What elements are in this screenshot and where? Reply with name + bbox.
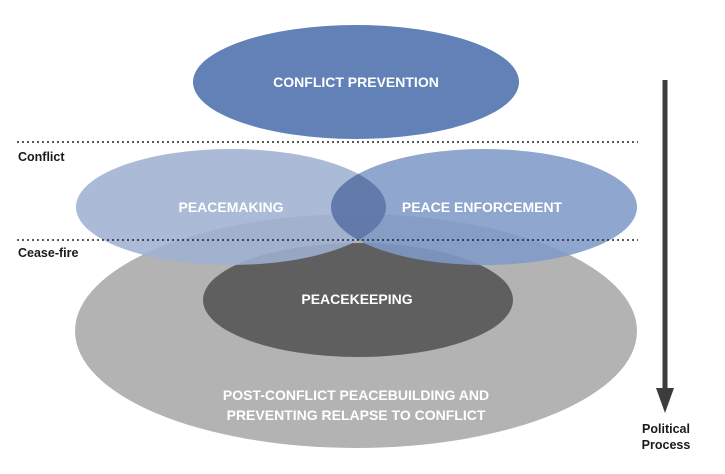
peace-enforcement-label: PEACE ENFORCEMENT bbox=[402, 199, 563, 215]
political-process-arrow-icon bbox=[656, 80, 674, 413]
peacemaking-ellipse bbox=[76, 149, 386, 265]
cease-fire-stage-label: Cease-fire bbox=[18, 246, 78, 260]
peace-enforcement-ellipse bbox=[331, 149, 637, 265]
political-process-label-line2: Process bbox=[642, 438, 691, 452]
conflict-stage-label: Conflict bbox=[18, 150, 65, 164]
conflict-prevention-ellipse bbox=[193, 25, 519, 139]
post-conflict-label-line1: POST-CONFLICT PEACEBUILDING AND bbox=[223, 387, 489, 403]
political-process-label-line1: Political bbox=[642, 422, 690, 436]
peacemaking-label: PEACEMAKING bbox=[178, 199, 283, 215]
peacekeeping-label: PEACEKEEPING bbox=[301, 291, 412, 307]
post-conflict-label-line2: PREVENTING RELAPSE TO CONFLICT bbox=[227, 407, 486, 423]
peacekeeping-ellipse bbox=[203, 243, 513, 357]
conflict-prevention-label: CONFLICT PREVENTION bbox=[273, 74, 439, 90]
